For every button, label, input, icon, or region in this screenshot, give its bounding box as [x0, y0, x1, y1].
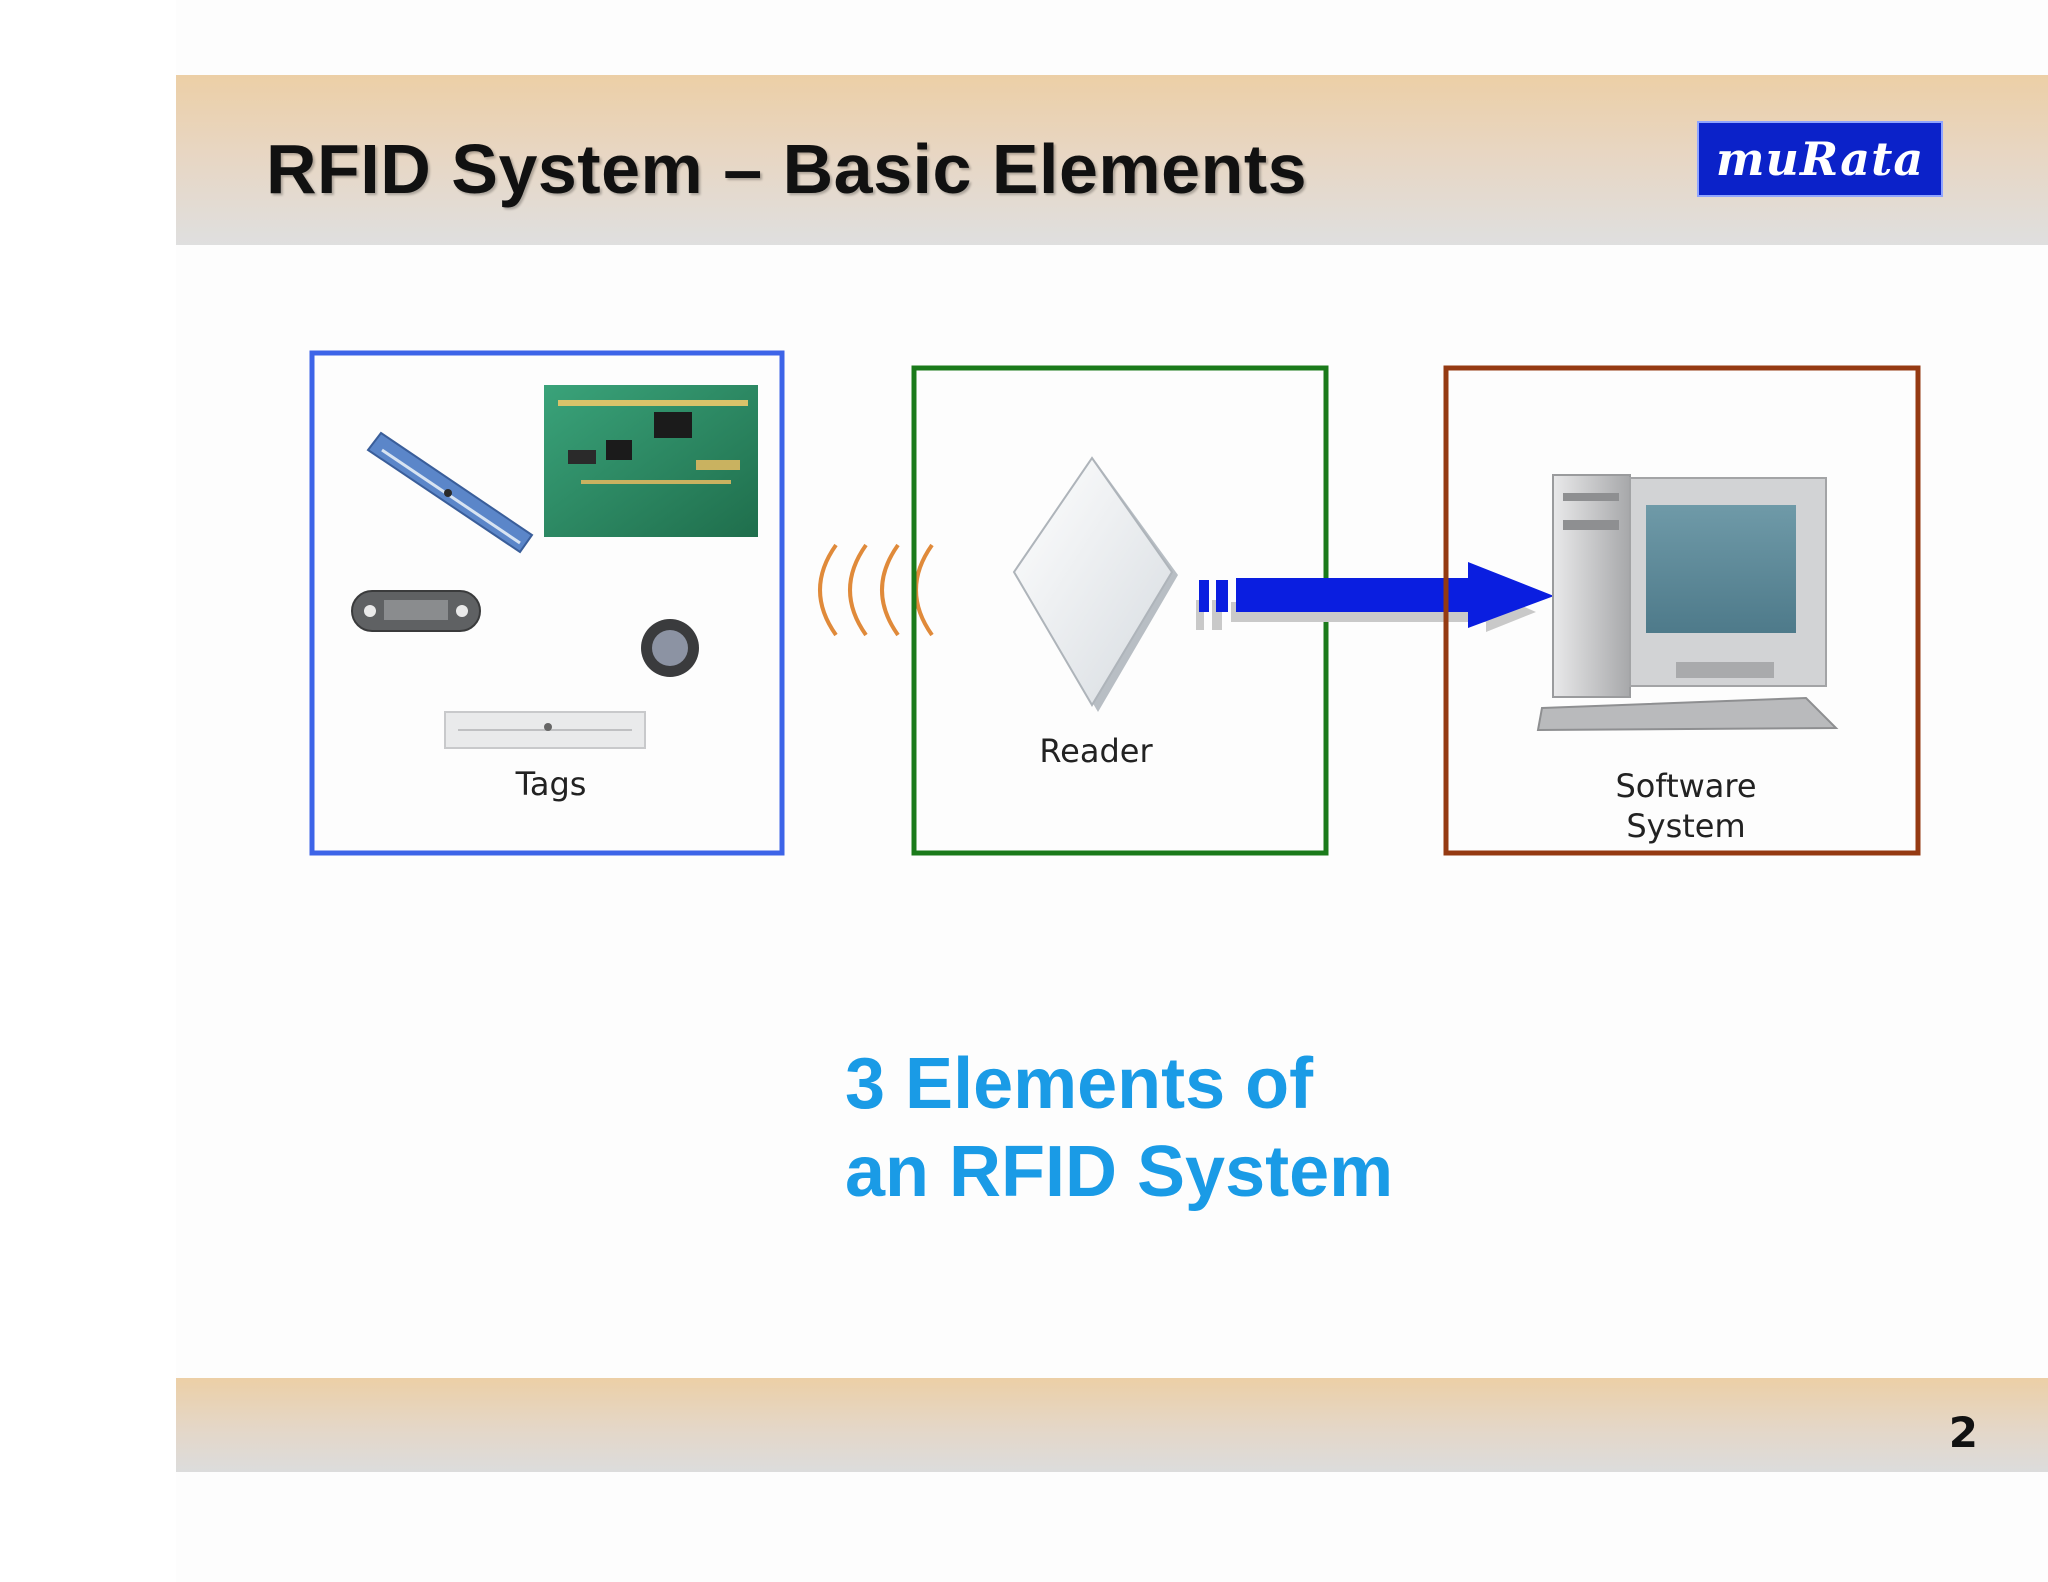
murata-logo: muRata — [1697, 121, 1943, 197]
round-tag-image — [641, 619, 699, 677]
caption-line2: an RFID System — [845, 1132, 1394, 1212]
header-band: RFID System – Basic Elements muRata — [176, 75, 2048, 245]
pcb-tag-image — [544, 385, 758, 537]
flat-tag-image — [444, 711, 646, 749]
slide: RFID System – Basic Elements muRata — [176, 0, 2048, 1582]
stick-tag-image — [366, 431, 534, 554]
software-label-line1: Software — [1615, 767, 1757, 805]
tags-box — [309, 350, 785, 856]
page-number: 2 — [1948, 1408, 1978, 1457]
page-title: RFID System – Basic Elements — [266, 130, 1308, 208]
caption: 3 Elements of an RFID System — [845, 1040, 1393, 1216]
reader-label: Reader — [1039, 732, 1153, 770]
bar-tag-image — [351, 590, 481, 632]
footer-band: 2 — [176, 1378, 2048, 1472]
caption-line1: 3 Elements of — [845, 1044, 1314, 1124]
logo-text: muRata — [1715, 132, 1925, 186]
computer-image — [1536, 474, 1839, 732]
software-box — [1443, 365, 1921, 856]
tags-label: Tags — [515, 765, 587, 803]
rfid-diagram — [309, 350, 1921, 856]
data-flow-arrow — [1196, 562, 1554, 632]
software-system-label: Software System — [1586, 766, 1786, 846]
reader-device-image — [1012, 456, 1178, 712]
software-label-line2: System — [1626, 807, 1746, 845]
